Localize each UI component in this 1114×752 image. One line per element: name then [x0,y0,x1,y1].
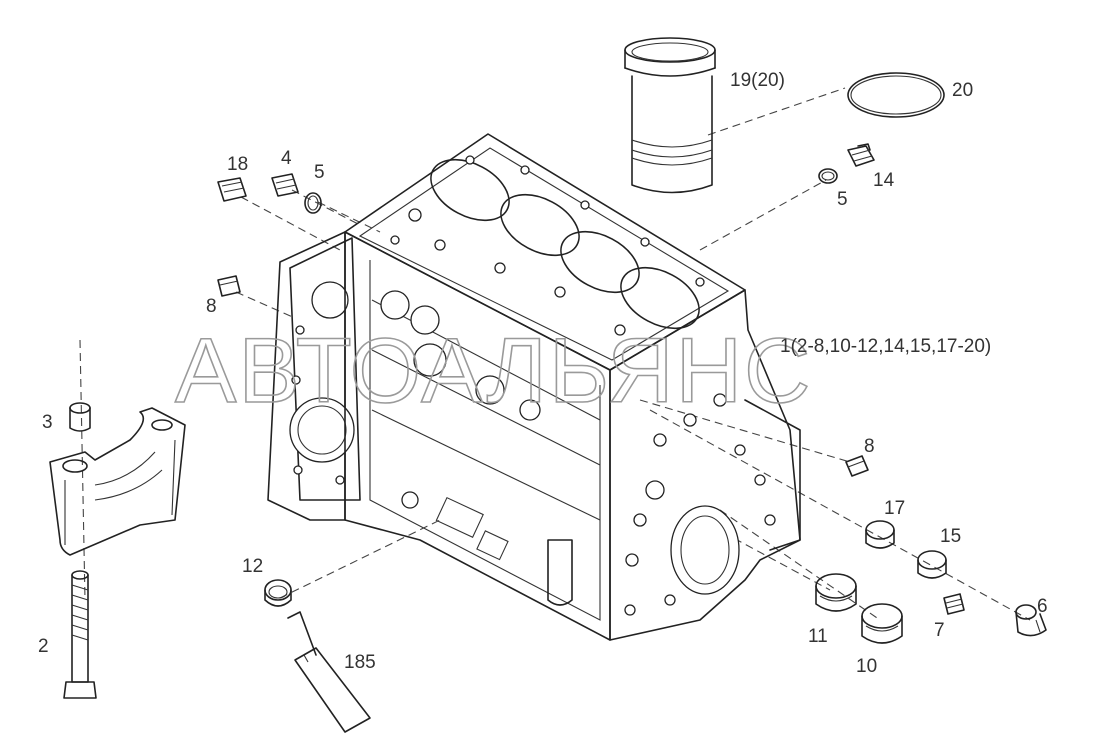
label-8-right: 8 [864,436,875,457]
label-20: 20 [952,80,973,101]
watermark-text: АВТОАЛЬЯНС [175,320,813,422]
label-15: 15 [940,526,961,547]
label-14: 14 [873,170,895,191]
o-ring-part [847,72,945,118]
bolt-2-part [63,570,97,699]
label-7: 7 [934,620,945,641]
cylinder-liner-part [624,37,716,194]
label-17: 17 [884,498,905,519]
plug-6-part [1015,604,1047,637]
seal-12-part [264,579,292,607]
sealant-tube-185-part [287,611,371,733]
label-8-left: 8 [206,296,217,317]
label-10: 10 [856,656,877,677]
plug-7-part [943,593,965,615]
plug-14-part [847,143,875,167]
label-5-right: 5 [837,189,848,210]
label-6: 6 [1037,596,1048,617]
plug-4-part [271,173,299,197]
plug-8-right-part [845,455,869,477]
engine-block-part [267,133,801,641]
leader-lines [79,87,1031,621]
washer-5-right-part [818,168,838,184]
bearing-10-part [861,603,903,644]
plug-8-left-part [217,275,241,297]
label-1: 1(2-8,10-12,14,15,17-20) [780,336,991,357]
plug-18-part [217,177,247,202]
label-11: 11 [808,626,828,647]
bearing-cap-part [49,407,186,556]
label-19: 19(20) [730,70,785,91]
part-labels: 18 4 5 19(20) 20 5 14 8 1(2-8,10-12,14,1… [38,70,1048,677]
label-2: 2 [38,636,49,657]
label-18: 18 [227,154,248,175]
label-5-left: 5 [314,162,325,183]
bearing-11-part [815,573,857,612]
label-185: 185 [344,652,376,673]
label-4: 4 [281,148,292,169]
label-3: 3 [42,412,53,433]
bushing-15-part [917,550,947,579]
bushing-17-part [865,520,895,549]
label-12: 12 [242,556,263,577]
washer-5-left-part [304,192,322,214]
dowel-3-part [69,402,91,432]
